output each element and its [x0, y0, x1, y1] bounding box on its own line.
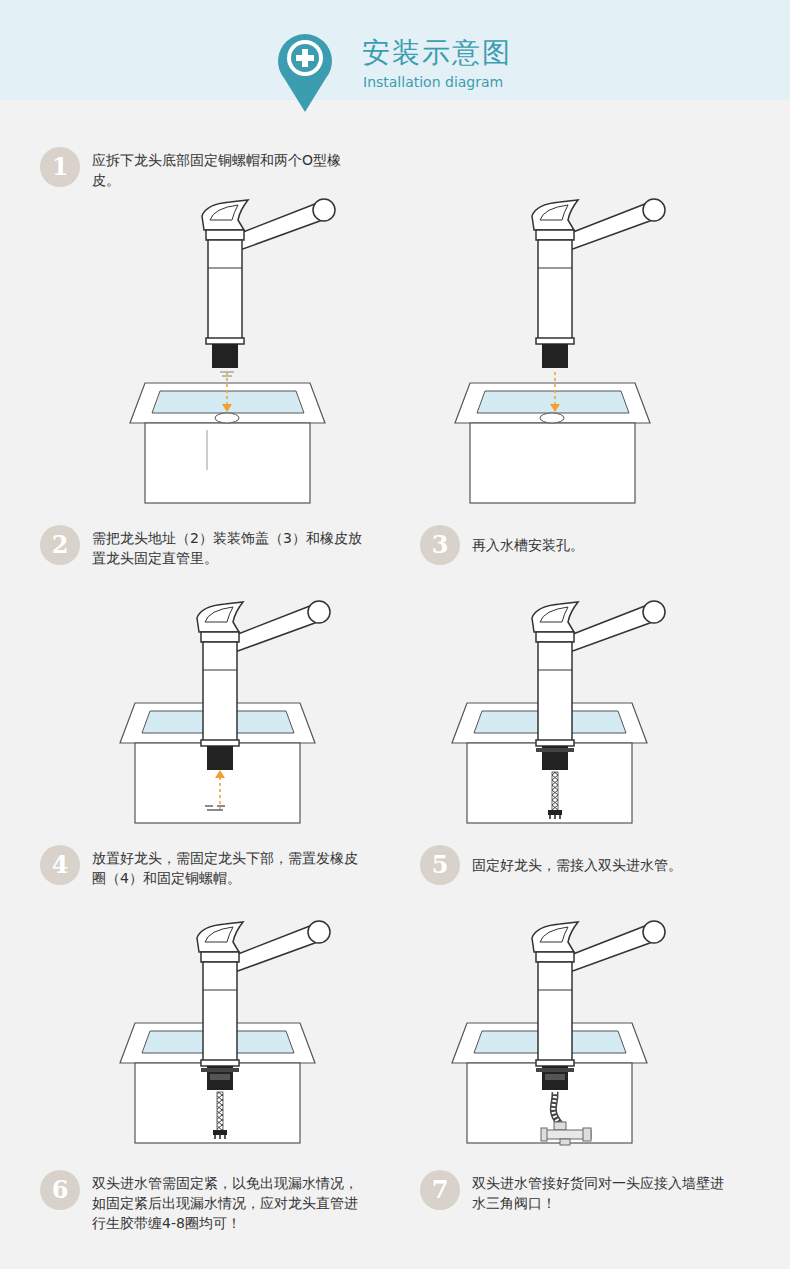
subtitle: Installation diagram — [363, 73, 503, 91]
step-text: 双头进水管接好货同对一头应接入墙壁进水三角阀口！ — [472, 1173, 734, 1213]
step-text: 应拆下龙头底部固定铜螺帽和两个O型橡皮。 — [92, 150, 364, 190]
step-number: 3 — [420, 525, 460, 565]
step-text: 需把龙头地址（2）装装饰盖（3）和橡皮放置龙头固定直管里。 — [92, 528, 367, 568]
step: 1 应拆下龙头底部固定铜螺帽和两个O型橡皮。 — [40, 147, 364, 191]
page-title: 安装示意图 — [362, 36, 512, 70]
step-number: 5 — [420, 845, 460, 885]
step: 7 双头进水管接好货同对一头应接入墙壁进水三角阀口！ — [420, 1170, 734, 1214]
step-text: 再入水槽安装孔。 — [472, 535, 752, 555]
step-text: 固定好龙头，需接入双头进水管。 — [472, 855, 772, 875]
step-text: 放置好龙头，需固定龙头下部，需置发橡皮圈（4）和固定铜螺帽。 — [92, 848, 360, 888]
step-number: 4 — [40, 845, 80, 885]
step-text: 双头进水管需固定紧，以免出现漏水情况，如固定紧后出现漏水情况，应对龙头直管进行生… — [92, 1173, 360, 1233]
step: 5 固定好龙头，需接入双头进水管。 — [420, 845, 772, 885]
step: 2 需把龙头地址（2）装装饰盖（3）和橡皮放置龙头固定直管里。 — [40, 525, 367, 569]
step: 4 放置好龙头，需固定龙头下部，需置发橡皮圈（4）和固定铜螺帽。 — [40, 845, 360, 889]
step-number: 7 — [420, 1170, 460, 1210]
step-number: 6 — [40, 1170, 80, 1210]
step-number: 1 — [40, 147, 80, 187]
step: 6 双头进水管需固定紧，以免出现漏水情况，如固定紧后出现漏水情况，应对龙头直管进行… — [40, 1170, 360, 1234]
step-number: 2 — [40, 525, 80, 565]
step: 3 再入水槽安装孔。 — [420, 525, 752, 565]
